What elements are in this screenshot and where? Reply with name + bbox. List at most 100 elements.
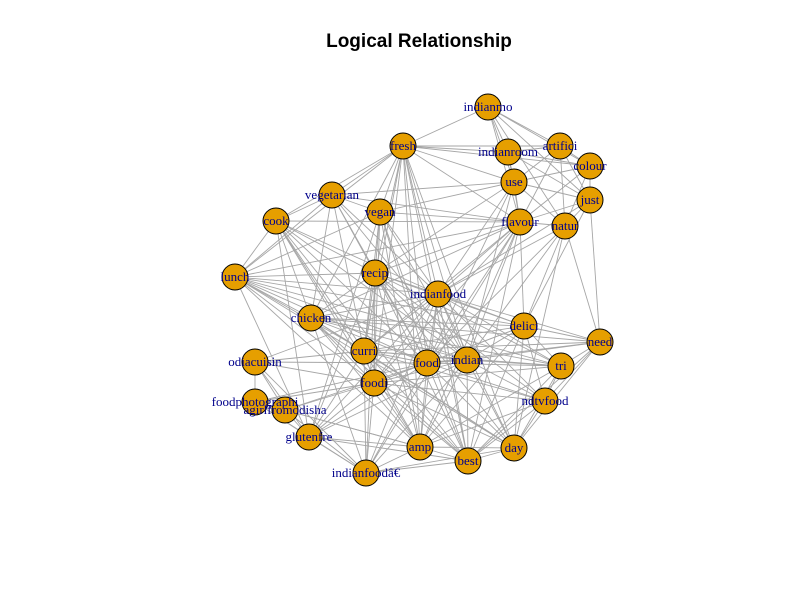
edge-odiacuisin-curri — [254, 350, 365, 363]
edge-glutenfre-amp — [308, 436, 421, 448]
node-label-food: food — [415, 355, 439, 370]
edge-use-fresh — [402, 145, 515, 183]
node-label-just: just — [580, 192, 600, 207]
edge-food-tri — [426, 362, 562, 367]
edge-fresh-day — [402, 145, 515, 449]
node-curri[interactable] — [350, 337, 378, 365]
node-odiacuisin[interactable] — [241, 348, 269, 376]
edge-indianfood-glutenfre — [308, 293, 439, 438]
edge-food-agirlfromodisha — [284, 362, 428, 411]
edge-food-foodphotographi — [254, 362, 428, 403]
edge-curri-amp — [363, 350, 421, 448]
edge-vegan-amp — [379, 211, 421, 448]
edge-natur-need — [564, 225, 601, 343]
node-vegan[interactable] — [366, 198, 394, 226]
node-agirlfromodisha[interactable] — [271, 396, 299, 424]
node-need[interactable] — [586, 328, 614, 356]
node-artifici[interactable] — [546, 132, 574, 160]
edge-curri-day — [363, 350, 515, 449]
edge-indianfood-ndtvfood — [437, 293, 546, 402]
edge-just-delici — [523, 199, 591, 327]
edge-cook-glutenfre — [275, 220, 310, 438]
edge-indian-amp — [419, 359, 468, 448]
edge-vegetarian-indianfood — [331, 194, 439, 295]
node-flavour[interactable] — [506, 208, 534, 236]
edge-lunch-indianfood — [234, 276, 439, 295]
edge-chicken-need — [310, 317, 601, 343]
edge-day-indianfoodae — [365, 447, 515, 474]
edge-cook-food — [275, 220, 428, 364]
node-delici[interactable] — [510, 312, 538, 340]
node-tri[interactable] — [547, 352, 575, 380]
edge-lunch-recip — [234, 272, 376, 278]
node-lunch[interactable] — [221, 263, 249, 291]
edge-natur-delici — [523, 225, 566, 327]
edge-vegan-indianfood — [379, 211, 439, 295]
edge-cook-amp — [275, 220, 421, 448]
node-glutenfre[interactable] — [295, 423, 323, 451]
edge-fresh-vegetarian — [331, 145, 404, 196]
edge-indianfood-foodi — [373, 293, 439, 384]
edge-food-indianfoodae — [365, 362, 428, 474]
node-label-fresh: fresh — [390, 138, 416, 153]
node-vegetarian[interactable] — [318, 181, 346, 209]
edge-fresh-chicken — [310, 145, 404, 319]
node-day[interactable] — [500, 434, 528, 462]
edge-lunch-delici — [234, 276, 525, 327]
node-fresh[interactable] — [389, 132, 417, 160]
edge-indianmo-natur — [487, 106, 566, 227]
node-indian[interactable] — [453, 346, 481, 374]
node-indianfood[interactable] — [424, 280, 452, 308]
node-natur[interactable] — [551, 212, 579, 240]
node-label-indianfoodae: indianfoodâ€ — [332, 465, 401, 480]
node-indianroom[interactable] — [494, 138, 522, 166]
node-label-indianfood: indianfood — [410, 286, 467, 301]
node-indianfoodae[interactable] — [352, 459, 380, 487]
diagram-title: Logical Relationship — [326, 31, 512, 52]
edge-curri-indianfoodae — [363, 350, 367, 474]
node-foodphotographi[interactable] — [241, 388, 269, 416]
node-foodi[interactable] — [360, 369, 388, 397]
edge-use-recip — [374, 181, 515, 274]
node-food[interactable] — [413, 349, 441, 377]
node-label-amp: amp — [409, 439, 431, 454]
edge-chicken-foodi — [310, 317, 375, 384]
node-label-natur: natur — [552, 218, 579, 233]
edge-ndtvfood-amp — [419, 400, 546, 448]
node-use[interactable] — [500, 168, 528, 196]
node-ndtvfood[interactable] — [531, 387, 559, 415]
node-indianmo[interactable] — [474, 93, 502, 121]
edge-use-vegetarian — [331, 181, 515, 196]
node-chicken[interactable] — [297, 304, 325, 332]
node-label-vegan: vegan — [364, 204, 396, 219]
edge-tri-foodi — [373, 365, 562, 384]
edge-natur-indian — [466, 225, 566, 361]
edge-chicken-delici — [310, 317, 525, 327]
edge-agirlfromodisha-indianfoodae — [284, 409, 367, 474]
edge-flavour-fresh — [402, 145, 521, 223]
node-just[interactable] — [576, 186, 604, 214]
node-cook[interactable] — [262, 207, 290, 235]
label-layer: indianmoartificiindianroomfreshcolouruse… — [212, 99, 613, 480]
edge-indianmo-fresh — [402, 106, 489, 147]
node-colour[interactable] — [576, 152, 604, 180]
edge-food-glutenfre — [308, 362, 428, 438]
edge-chicken-best — [310, 317, 469, 462]
node-recip[interactable] — [361, 259, 389, 287]
edge-recip-indian — [374, 272, 468, 361]
edge-chicken-indian — [310, 317, 468, 361]
node-label-odiacuisin: odiacuisin — [228, 354, 282, 369]
edge-flavour-indian — [466, 221, 521, 361]
edge-foodi-best — [373, 382, 469, 462]
edge-odiacuisin-food — [254, 361, 428, 364]
edge-indianfood-curri — [363, 293, 439, 352]
edge-curri-best — [363, 350, 469, 462]
edge-flavour-chicken — [310, 221, 521, 319]
edge-indianroom-just — [507, 151, 591, 201]
node-best[interactable] — [454, 447, 482, 475]
edge-best-indianfoodae — [365, 460, 469, 474]
node-amp[interactable] — [406, 433, 434, 461]
edge-delici-best — [467, 325, 525, 462]
edge-cook-recip — [275, 220, 376, 274]
